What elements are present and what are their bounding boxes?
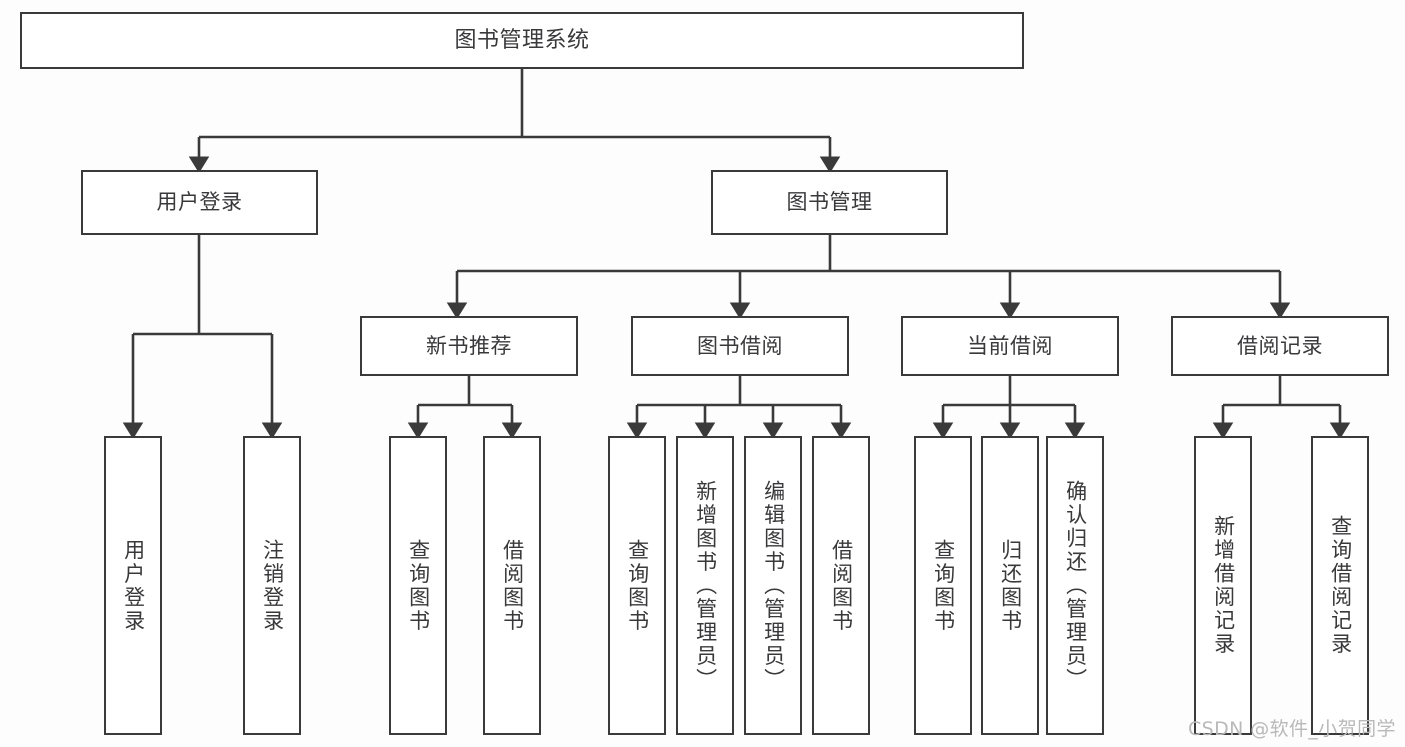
leaf-add-borrow-record[interactable]: 新增借阅记录 [1194, 436, 1252, 735]
node-label: 图书管理 [786, 190, 873, 215]
leaf-query-book-recommend[interactable]: 查询图书 [389, 436, 447, 735]
node-label: 新书推荐 [426, 333, 512, 358]
leaf-query-book-borrow[interactable]: 查询图书 [608, 436, 666, 735]
node-new-book-recommend[interactable]: 新书推荐 [360, 316, 578, 376]
leaf-logout[interactable]: 注销登录 [243, 436, 301, 735]
node-current-borrow[interactable]: 当前借阅 [901, 316, 1119, 376]
node-label: 借阅图书 [829, 538, 854, 633]
node-label: 用户登录 [121, 538, 146, 633]
node-label: 查询图书 [625, 538, 650, 633]
node-label: 确认归还（管理员） [1063, 479, 1088, 692]
node-label: 新增借阅记录 [1211, 515, 1236, 656]
node-label: 当前借阅 [967, 333, 1053, 358]
node-user-login[interactable]: 用户登录 [81, 170, 318, 235]
leaf-confirm-return-admin[interactable]: 确认归还（管理员） [1046, 436, 1104, 735]
node-label: 编辑图书（管理员） [761, 479, 786, 692]
node-label: 查询图书 [406, 538, 431, 633]
node-book-borrow[interactable]: 图书借阅 [631, 316, 849, 376]
node-label: 图书借阅 [697, 333, 783, 358]
watermark-text: CSDN @软件_小贺同学 [1188, 718, 1396, 740]
leaf-query-borrow-record[interactable]: 查询借阅记录 [1311, 436, 1369, 735]
node-label: 查询借阅记录 [1328, 515, 1353, 656]
node-label: 查询图书 [931, 538, 956, 633]
node-label: 新增图书（管理员） [693, 479, 718, 692]
leaf-return-book[interactable]: 归还图书 [981, 436, 1039, 735]
node-book-management[interactable]: 图书管理 [711, 170, 948, 235]
node-label: 图书管理系统 [454, 27, 590, 53]
node-label: 归还图书 [998, 538, 1023, 633]
node-root-system[interactable]: 图书管理系统 [20, 12, 1024, 69]
node-label: 用户登录 [156, 190, 243, 215]
leaf-borrow-book-recommend[interactable]: 借阅图书 [483, 436, 541, 735]
node-label: 借阅记录 [1237, 333, 1323, 358]
leaf-edit-book-admin[interactable]: 编辑图书（管理员） [744, 436, 802, 735]
node-borrow-record[interactable]: 借阅记录 [1171, 316, 1389, 376]
node-label: 借阅图书 [500, 538, 525, 633]
leaf-borrow-book[interactable]: 借阅图书 [812, 436, 870, 735]
leaf-user-login[interactable]: 用户登录 [104, 436, 162, 735]
leaf-query-book-current[interactable]: 查询图书 [914, 436, 972, 735]
node-label: 注销登录 [260, 538, 285, 633]
leaf-add-book-admin[interactable]: 新增图书（管理员） [676, 436, 734, 735]
